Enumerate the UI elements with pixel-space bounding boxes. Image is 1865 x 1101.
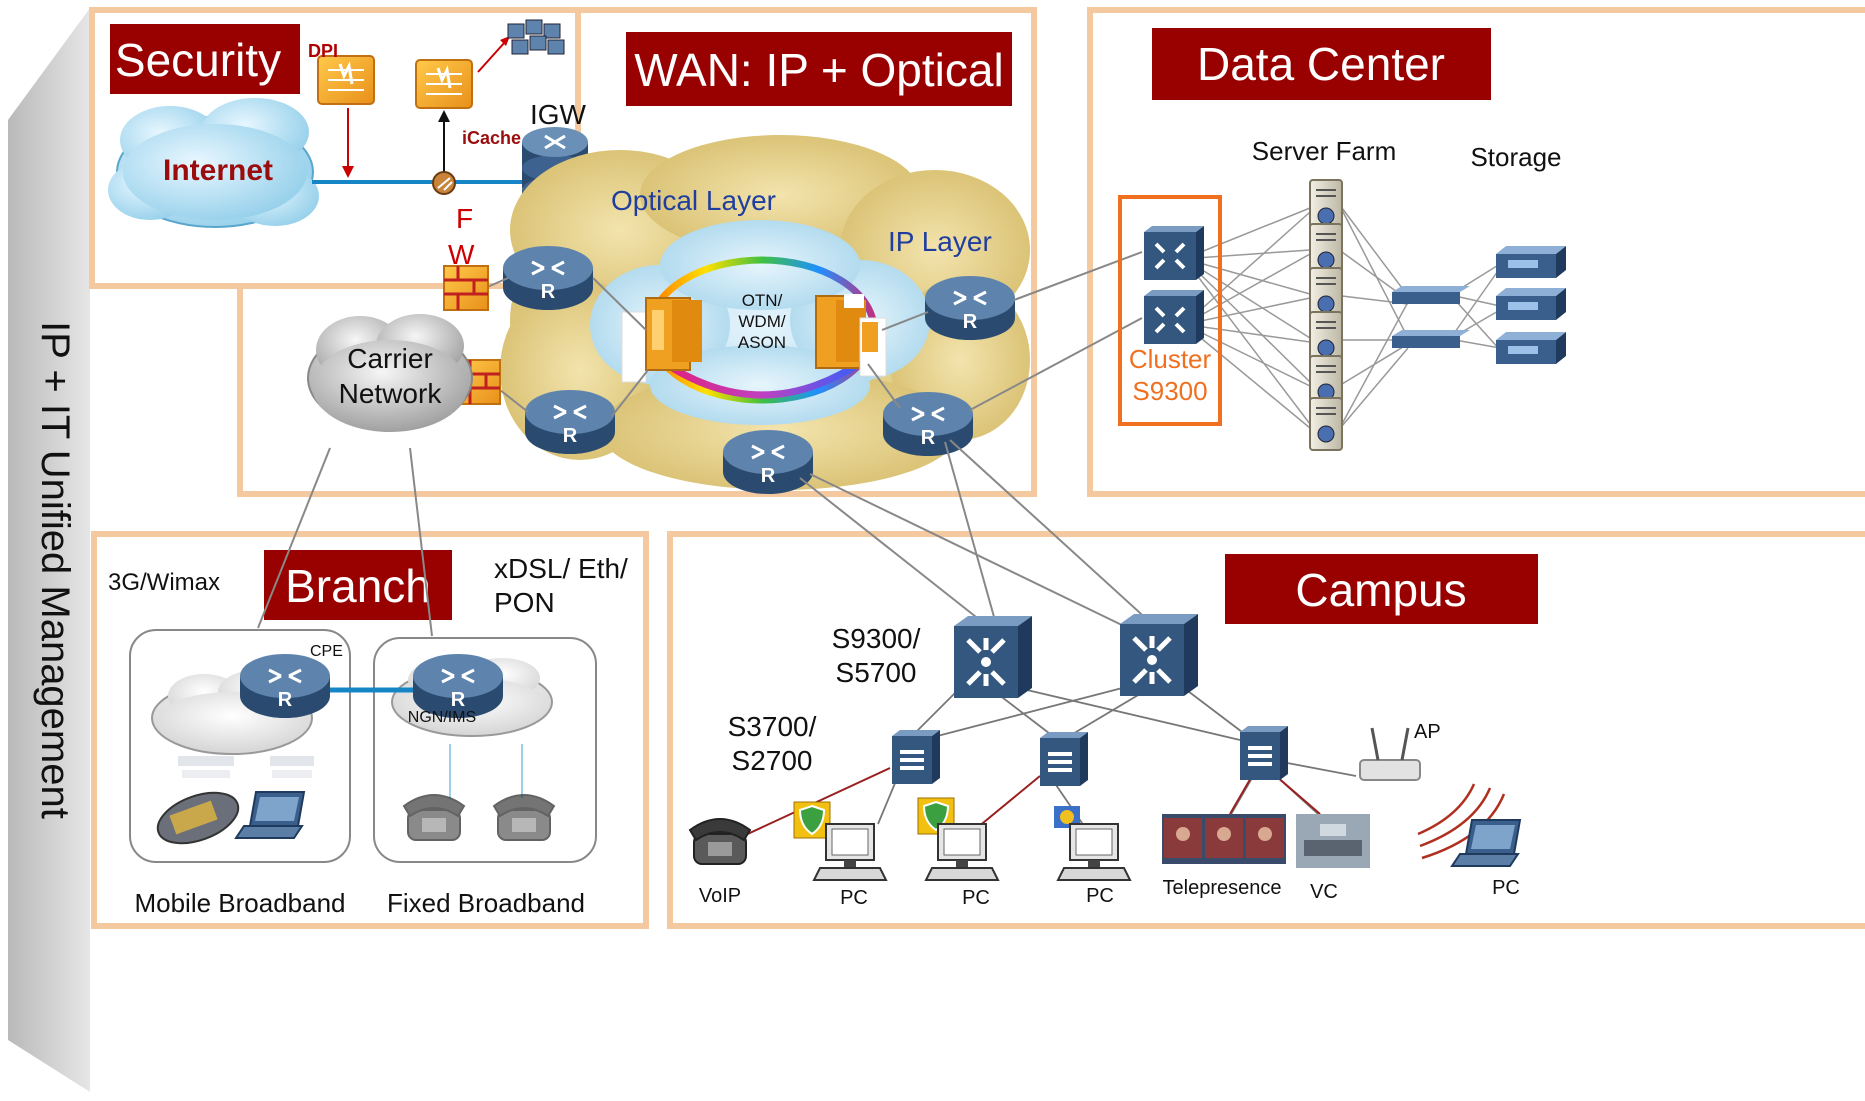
- wan-router-1-icon: [501, 244, 595, 312]
- icache-label: iCache: [462, 128, 521, 148]
- cluster-switch-2-icon: [1144, 290, 1204, 344]
- data-center-title: Data Center: [1197, 38, 1445, 90]
- access-point-icon: [1359, 727, 1421, 781]
- access-3g-label: 3G/Wimax: [108, 569, 220, 596]
- fixed-broadband-box: [373, 637, 597, 863]
- wan-firewall-1-icon: [442, 264, 490, 312]
- vc-icon: [1296, 814, 1370, 868]
- icache-firewall-icon: [414, 58, 474, 110]
- fw-label-line1: F: [456, 203, 473, 234]
- ap-label: AP: [1414, 721, 1441, 743]
- server-6-icon: [1309, 397, 1343, 451]
- access-switch-label-line2: S2700: [732, 745, 813, 776]
- mobile-broadband-box: [129, 629, 351, 863]
- branch-title: Branch: [285, 560, 431, 612]
- internet-label: Internet: [163, 154, 273, 187]
- pc-1-label: PC: [840, 887, 868, 909]
- campus-uplinks: [799, 439, 1151, 629]
- dc-switch-1-icon: [1392, 286, 1470, 304]
- access-switch-label-line1: S3700/: [728, 711, 817, 742]
- otn-node-right-icon: [815, 294, 887, 377]
- internet-cloud: Internet: [108, 98, 319, 228]
- campus-core-switch-2-icon: [1120, 614, 1198, 696]
- telepresence-label: Telepresence: [1163, 877, 1282, 899]
- fixed-broadband-label: Fixed Broadband: [387, 888, 585, 918]
- cpe-label: CPE: [310, 643, 343, 660]
- cpe-router-icon: [238, 652, 332, 720]
- wan-router-2-icon: [523, 388, 617, 456]
- ring-label-line1: OTN/: [742, 291, 783, 310]
- branch-panel: [91, 531, 649, 929]
- storage-label: Storage: [1470, 142, 1561, 172]
- ring-label-line2: WDM/: [738, 312, 785, 331]
- pc-4-label: PC: [1492, 877, 1520, 899]
- fw-label-line2: W: [448, 239, 475, 270]
- ring-label-line3: ASON: [738, 333, 786, 352]
- campus-panel: [667, 531, 1865, 929]
- storage-3-icon: [1496, 332, 1566, 364]
- vc-label: VC: [1310, 881, 1338, 903]
- security-section: Internet DPI iCache IGW: [108, 19, 588, 228]
- side-label: IP + IT Unified Management: [33, 321, 77, 819]
- core-switch-label-line2: S5700: [836, 657, 917, 688]
- carrier-label-line1: Carrier: [347, 343, 433, 374]
- fixed-phone-2-icon: [493, 794, 555, 841]
- data-center-section: Server Farm Storage Cluster: [969, 136, 1566, 451]
- carrier-label-line2: Network: [339, 378, 443, 409]
- dpi-label: DPI: [308, 41, 338, 61]
- igw-label: IGW: [530, 99, 587, 130]
- server-farm-label: Server Farm: [1252, 136, 1396, 166]
- section-titles: Security WAN: IP + Optical Data Center B…: [110, 24, 1538, 624]
- management-band: IP + IT Unified Management: [8, 8, 90, 1092]
- ip-layer-label: IP Layer: [888, 226, 992, 257]
- pc-3-label: PC: [1086, 885, 1114, 907]
- access-switch-2-icon: [1038, 730, 1090, 788]
- campus-section: S9300/ S5700 S3700/ S2700 AP: [689, 439, 1521, 909]
- optical-layer-label: Optical Layer: [611, 185, 776, 216]
- voip-label: VoIP: [699, 885, 741, 907]
- probe-icon: [432, 171, 456, 195]
- data-center-panel: [1087, 7, 1865, 497]
- cluster-label-line2: S9300: [1132, 376, 1207, 406]
- cluster-switch-1-icon: [1144, 226, 1204, 280]
- cluster-label-line1: Cluster: [1129, 344, 1212, 374]
- mobile-phone-icon: [156, 791, 240, 845]
- campus-core-switch-1-icon: [954, 616, 1032, 698]
- fixed-phone-1-icon: [403, 794, 465, 841]
- campus-title: Campus: [1295, 564, 1466, 616]
- panels: [89, 7, 1865, 929]
- pc-1-shield-icon: [793, 801, 831, 839]
- mobile-laptop-icon: [235, 791, 305, 839]
- dc-links: [1195, 207, 1501, 429]
- carrier-network-cloud: [307, 314, 473, 432]
- voip-phone-icon: [689, 818, 751, 865]
- wireless-icons: [178, 756, 314, 778]
- ngn-label: NGN/IMS: [408, 709, 476, 726]
- security-title: Security: [115, 34, 281, 86]
- pc-3-icon: [1057, 823, 1131, 881]
- wan-router-5-icon: [923, 274, 1017, 342]
- pc-2-label: PC: [962, 887, 990, 909]
- storage-1-icon: [1496, 246, 1566, 278]
- pc-3-badge-icon: [1054, 806, 1080, 828]
- access-switch-3-icon: [1238, 724, 1290, 782]
- otn-node-left-icon: [621, 297, 702, 383]
- core-switch-label-line1: S9300/: [832, 623, 921, 654]
- dpi-firewall-icon: [316, 54, 376, 106]
- access-fixed-label-line1: xDSL/ Eth/: [494, 553, 628, 584]
- wan-title: WAN: IP + Optical: [634, 44, 1003, 96]
- dc-switch-2-icon: [1392, 330, 1470, 348]
- access-fixed-label-line2: PON: [494, 587, 555, 618]
- campus-laptop-icon: [1451, 819, 1521, 867]
- branch-section: 3G/Wimax xDSL/ Eth/ PON CPE NGN/IMS: [108, 447, 628, 918]
- server-cluster-icon: [507, 19, 565, 55]
- wan-section: Optical Layer IP Layer OTN/ WDM/ ASON: [307, 135, 1030, 496]
- telepresence-icon: [1162, 814, 1286, 864]
- access-switch-1-icon: [890, 728, 942, 786]
- cluster-box: [1118, 195, 1222, 426]
- wan-router-3-icon: [721, 428, 815, 496]
- storage-2-icon: [1496, 288, 1566, 320]
- mobile-broadband-label: Mobile Broadband: [134, 888, 345, 918]
